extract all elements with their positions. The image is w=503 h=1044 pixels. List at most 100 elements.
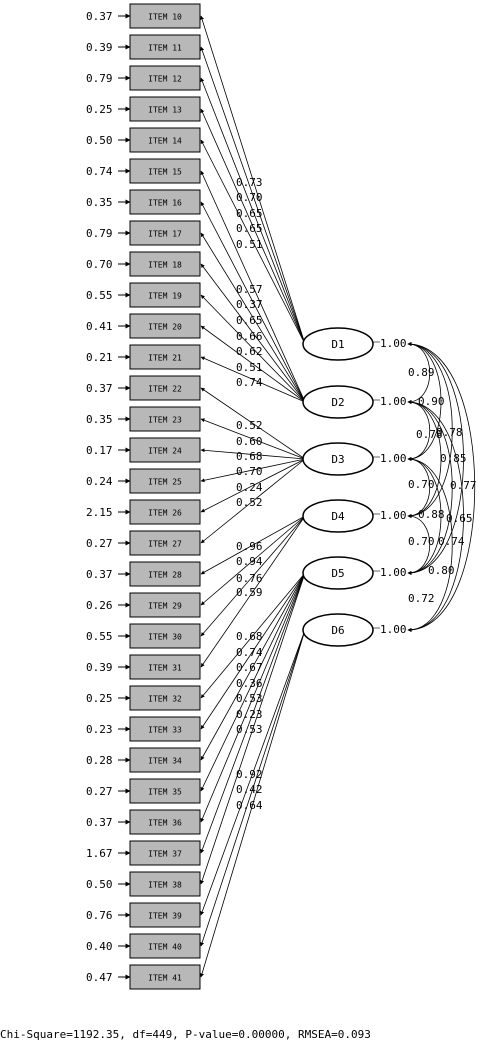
item-label: ITEM 29: [148, 602, 182, 611]
error-variance: 0.24: [86, 475, 113, 488]
loading-value: 0.57: [236, 283, 263, 296]
factor-label: D2: [331, 396, 344, 409]
loading-arrow: [200, 356, 306, 403]
loading-value: 0.64: [236, 799, 263, 812]
fit-statistics: Chi-Square=1192.35, df=449, P-value=0.00…: [0, 1028, 371, 1041]
correlation-arc: [407, 457, 442, 575]
loading-value: 0.52: [236, 419, 263, 432]
loading-arrow: [200, 46, 306, 345]
item-label: ITEM 35: [148, 788, 182, 797]
loading-arrow: [200, 108, 306, 345]
correlation-value: 0.85: [440, 452, 467, 465]
correlation-arc: [407, 400, 442, 518]
item-label: ITEM 23: [148, 416, 182, 425]
correlation-arc: [407, 457, 453, 632]
factor-ellipse: [302, 442, 374, 476]
factor-label: D4: [331, 510, 345, 523]
error-variance: 0.37: [86, 568, 113, 581]
loading-arrow: [200, 418, 306, 460]
loading-arrow: [200, 572, 306, 854]
loading-arrow: [200, 629, 306, 916]
correlation-value: 0.70: [408, 478, 435, 491]
factor-variance: 1.00: [380, 452, 407, 465]
item-box: [129, 840, 201, 866]
item-label: ITEM 15: [148, 168, 182, 177]
correlation-value: 0.72: [408, 592, 435, 605]
loading-value: 0.92: [236, 768, 263, 781]
error-variance: 0.79: [86, 72, 113, 85]
loading-arrow: [200, 572, 306, 792]
factor-ellipse: [302, 499, 374, 533]
correlation-value: 0.65: [446, 512, 473, 525]
factor-variance: 1.00: [380, 566, 407, 579]
loading-value: 0.51: [236, 361, 263, 374]
correlation-value: 0.70: [408, 535, 435, 548]
loading-value: 0.37: [236, 298, 263, 311]
correlation-value: 0.78: [436, 426, 463, 439]
loading-arrow: [200, 572, 306, 699]
correlation-arc: [407, 342, 430, 404]
loading-value: 0.53: [236, 723, 263, 736]
loading-value: 0.70: [236, 465, 263, 478]
error-variance: 0.39: [86, 661, 113, 674]
item-box: [129, 220, 201, 246]
correlation-arc: [407, 342, 453, 518]
loading-arrow: [200, 629, 306, 947]
item-label: ITEM 13: [148, 106, 182, 115]
item-box: [129, 778, 201, 804]
item-label: ITEM 40: [148, 943, 182, 952]
loading-arrow: [200, 170, 306, 403]
loading-value: 0.74: [236, 376, 263, 389]
correlation-value: 0.90: [418, 395, 445, 408]
item-box: [129, 468, 201, 494]
item-label: ITEM 26: [148, 509, 182, 518]
error-variance: 0.39: [86, 41, 113, 54]
error-variance: 0.17: [86, 444, 113, 457]
item-box: [129, 530, 201, 556]
item-box: [129, 437, 201, 463]
error-variance: 0.41: [86, 320, 113, 333]
factor-label: D3: [331, 453, 344, 466]
correlation-arc: [407, 514, 430, 575]
factor-label: D5: [331, 567, 344, 580]
error-variance: 0.50: [86, 134, 113, 147]
correlation-value: 0.89: [408, 366, 435, 379]
item-box: [129, 34, 201, 60]
loading-value: 0.68: [236, 630, 263, 643]
item-box: [129, 747, 201, 773]
factor-ellipse: [302, 613, 374, 647]
item-label: ITEM 39: [148, 912, 182, 921]
factor-label: D1: [331, 338, 344, 351]
error-variance: 0.27: [86, 785, 113, 798]
loading-value: 0.66: [236, 330, 263, 343]
loading-value: 0.62: [236, 345, 263, 358]
loading-value: 0.52: [236, 496, 263, 509]
item-box: [129, 251, 201, 277]
factor-variance: 1.00: [380, 337, 407, 350]
factor-variance: 1.00: [380, 395, 407, 408]
item-label: ITEM 41: [148, 974, 182, 983]
item-label: ITEM 25: [148, 478, 182, 487]
loading-arrow: [200, 15, 306, 345]
error-variance: 0.37: [86, 10, 113, 23]
loading-arrow: [200, 515, 306, 637]
error-variance: 0.21: [86, 351, 113, 364]
loading-value: 0.53: [236, 692, 263, 705]
item-label: ITEM 38: [148, 881, 182, 890]
factor-ellipse: [302, 385, 374, 419]
correlation-value: 0.88: [418, 508, 445, 521]
loading-arrow: [200, 325, 306, 403]
loading-arrow: [200, 458, 306, 544]
loading-value: 0.36: [236, 677, 263, 690]
item-label: ITEM 34: [148, 757, 182, 766]
error-variance: 2.15: [86, 506, 113, 519]
item-label: ITEM 22: [148, 385, 182, 394]
item-box: [129, 561, 201, 587]
item-label: ITEM 20: [148, 323, 182, 332]
item-box: [129, 158, 201, 184]
loading-arrow: [200, 458, 306, 483]
item-box: [129, 3, 201, 29]
error-variance: 0.47: [86, 971, 113, 984]
loading-value: 0.70: [236, 191, 263, 204]
